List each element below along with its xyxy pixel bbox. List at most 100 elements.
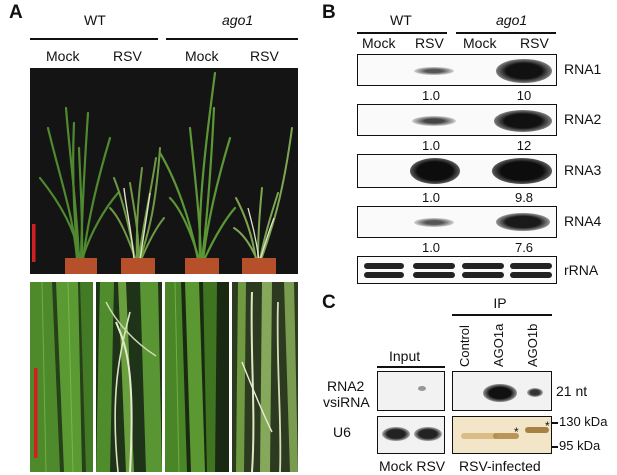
- northern-blot-rna1: [357, 54, 557, 86]
- ago1a-star-marker: *: [514, 425, 519, 439]
- plant-wt-rsv: [109, 147, 165, 261]
- panel-b-wt-bracket-line: [357, 32, 447, 34]
- northern-blot-rna4: [357, 206, 557, 238]
- scale-bar-top: [32, 224, 36, 262]
- panel-b-treatment-3: Mock: [463, 35, 497, 51]
- blot-label-rna2: RNA2: [564, 111, 602, 127]
- ip-lane-control: Control: [457, 325, 472, 367]
- input-u6-blot: [377, 416, 445, 454]
- rrna-band-upper-3: [462, 263, 504, 269]
- rrna-band-upper-1: [364, 263, 404, 269]
- marker-130-tick: [552, 422, 558, 424]
- ip-lane-ago1a: AGO1a: [491, 323, 506, 367]
- band-rna1-wt-rsv: [414, 67, 454, 75]
- panel-a-wt-bracket-line: [30, 38, 158, 40]
- input-vsirna-blot: [377, 371, 445, 411]
- rrna-band-lower-2: [413, 272, 455, 278]
- quant-rna4-wt: 1.0: [421, 240, 441, 255]
- plant-ago1-rsv: [233, 127, 293, 261]
- input-u6-rsv-band: [414, 427, 442, 441]
- quant-rna1-ago1: 10: [516, 88, 532, 103]
- panel-b-treatment-2: RSV: [415, 35, 444, 51]
- blot-label-rna1: RNA1: [564, 61, 602, 77]
- band-rna3-wt-rsv: [410, 158, 460, 184]
- marker-21nt: 21 nt: [556, 383, 588, 399]
- panel-a-genotype-wt: WT: [84, 12, 106, 28]
- panel-b-treatment-4: RSV: [520, 35, 549, 51]
- quant-rna2-ago1: 12: [516, 138, 532, 153]
- quant-rna2-wt: 1.0: [421, 138, 441, 153]
- ip-coomassie-band-2: [493, 433, 519, 439]
- panel-a-treatment-3: Mock: [185, 48, 219, 64]
- panel-a-ago1-bracket-line: [166, 38, 298, 40]
- input-u6-mock-band: [382, 427, 410, 441]
- blot-label-rna3: RNA3: [564, 162, 602, 178]
- input-vsirna-faint-band: [418, 386, 426, 391]
- band-rna4-ago1-rsv: [496, 213, 550, 231]
- rrna-band-lower-3: [462, 272, 504, 278]
- ip-header: IP: [493, 295, 507, 311]
- panel-b-letter: B: [322, 2, 336, 23]
- plant-ago1-rsv-chlorotic-leaves: [247, 207, 275, 261]
- panel-a-letter: A: [9, 2, 23, 23]
- marker-95-tick: [552, 446, 558, 448]
- row-label-vsirna: vsiRNA: [323, 394, 370, 410]
- band-rna1-ago1-rsv: [496, 59, 552, 83]
- input-header: Input: [389, 348, 421, 364]
- leaf-closeup-ago1-rsv: [232, 282, 298, 472]
- bottom-label-ip: RSV-infected: [459, 458, 541, 474]
- northern-blot-rna2: [357, 104, 557, 136]
- leaf-closeup-wt-mock: [30, 282, 93, 472]
- band-rna3-ago1-rsv: [492, 158, 552, 184]
- panel-a-treatment-2: RSV: [113, 48, 142, 64]
- plant-wt-mock: [38, 106, 120, 262]
- pot-1: [65, 258, 97, 274]
- blot-label-rrna: rRNA: [564, 262, 599, 278]
- ip-lane-ago1b: AGO1b: [525, 323, 540, 367]
- quant-rna1-wt: 1.0: [421, 88, 441, 103]
- row-label-u6: U6: [333, 424, 351, 440]
- northern-blot-rna3: [357, 154, 557, 188]
- band-rna2-wt-rsv: [412, 116, 456, 126]
- ip-vsirna-blot: [452, 371, 552, 411]
- leaf-closeup-ago1-mock: [165, 282, 229, 472]
- panel-a-genotype-ago1: ago1: [222, 12, 254, 28]
- ip-coomassie-band-3: [525, 427, 549, 433]
- blot-label-rna4: RNA4: [564, 213, 602, 229]
- ip-vsirna-ago1a-band: [483, 384, 517, 402]
- band-rna4-wt-rsv: [414, 218, 454, 227]
- scale-bar-bottom: [34, 368, 38, 458]
- quant-rna3-wt: 1.0: [421, 190, 441, 205]
- ip-coomassie-band-1: [461, 433, 497, 439]
- pot-4: [242, 258, 276, 274]
- marker-95kda: 95 kDa: [559, 438, 601, 453]
- panel-c-letter: C: [322, 292, 336, 313]
- whole-plant-photo: [30, 68, 298, 274]
- ip-coomassie-blot: * *: [452, 416, 552, 454]
- rrna-loading-blot: [357, 256, 557, 284]
- plant-wt-rsv-chlorotic-leaves: [123, 187, 151, 261]
- pot-2: [121, 258, 155, 274]
- marker-130kda: 130 kDa: [559, 414, 608, 429]
- panel-b-genotype-ago1: ago1: [496, 12, 528, 28]
- panel-a-treatment-4: RSV: [250, 48, 279, 64]
- panel-b-genotype-wt: WT: [390, 12, 412, 28]
- panel-b-ago1-bracket-line: [456, 32, 556, 34]
- leaf-closeup-wt-rsv: [96, 282, 162, 472]
- bottom-label-input: Mock RSV: [379, 458, 446, 474]
- ip-vsirna-ago1b-band: [527, 388, 543, 397]
- panel-b-treatment-1: Mock: [362, 35, 396, 51]
- ip-bracket-line: [452, 314, 552, 316]
- rrna-band-upper-2: [413, 263, 455, 269]
- rrna-band-upper-4: [510, 263, 552, 269]
- quant-rna3-ago1: 9.8: [514, 190, 534, 205]
- rrna-band-lower-4: [510, 272, 552, 278]
- rrna-band-lower-1: [364, 272, 404, 278]
- ago1b-star-marker: *: [545, 419, 550, 433]
- panel-a-treatment-1: Mock: [46, 48, 80, 64]
- quant-rna4-ago1: 7.6: [514, 240, 534, 255]
- row-label-rna2: RNA2: [327, 378, 365, 394]
- input-bracket-line: [377, 366, 445, 368]
- plant-ago1-mock: [158, 71, 237, 262]
- band-rna2-ago1-rsv: [494, 110, 552, 132]
